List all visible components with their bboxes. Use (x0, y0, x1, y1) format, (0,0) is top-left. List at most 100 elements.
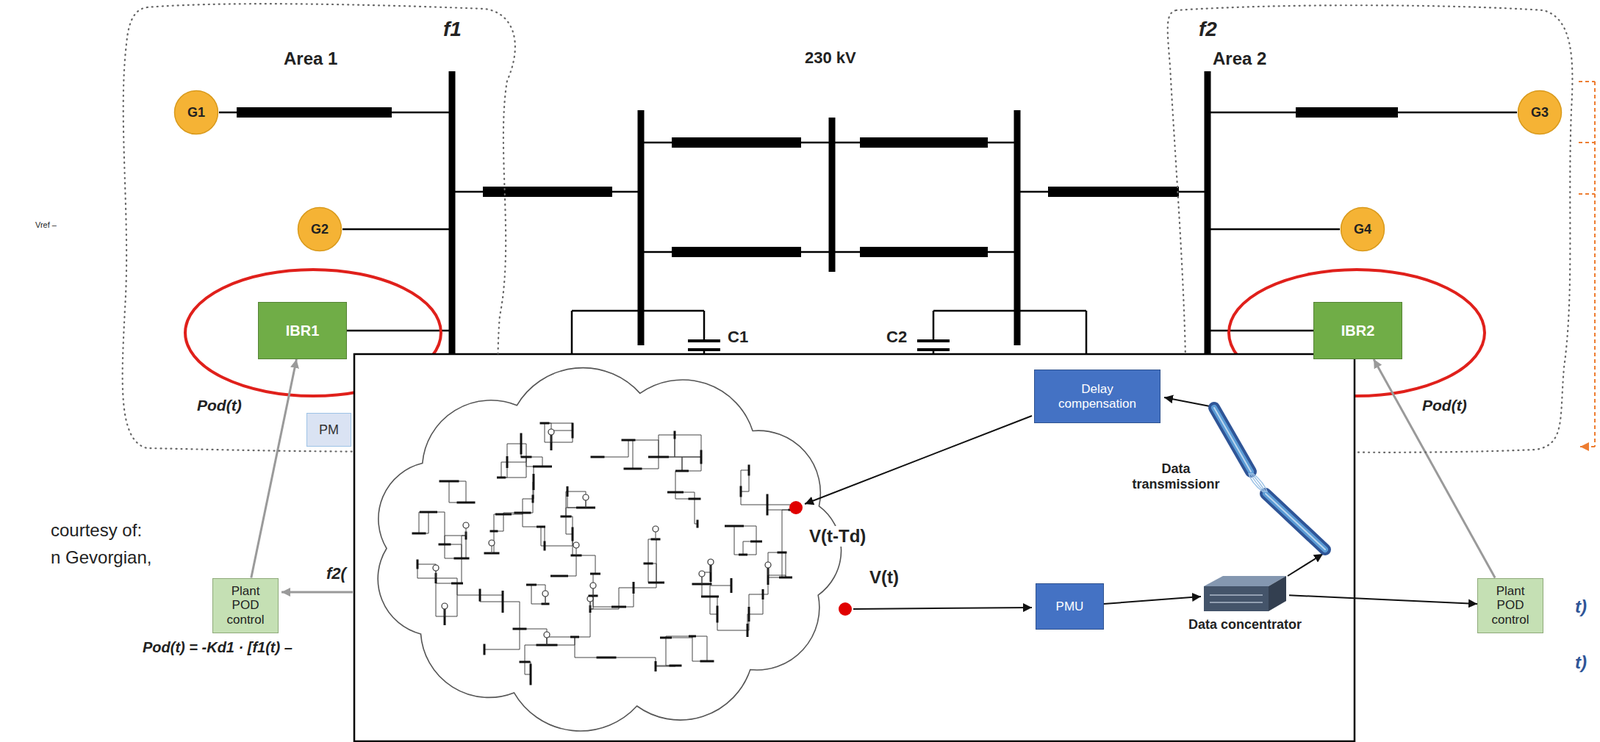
network-bus (667, 491, 684, 494)
wire (1085, 310, 1088, 356)
network-line (692, 636, 708, 662)
network-generator (432, 565, 439, 572)
label-anchor: Pod(t) (196, 396, 242, 415)
signal-label: Vref – (35, 220, 57, 231)
generator-circle: G1 (173, 89, 220, 136)
connector-arrow (251, 359, 297, 579)
network-generator (542, 590, 549, 597)
label-anchor: Pod(t) (1422, 396, 1467, 415)
measurement-label: V(t-Td) (806, 526, 868, 547)
network-bus (412, 532, 427, 536)
network-bus (750, 540, 763, 544)
connector-arrow (1289, 595, 1478, 605)
network-line (444, 544, 462, 559)
bus-frequency-label: f2 (1198, 17, 1218, 42)
measurement-dot (838, 602, 852, 616)
network-line (658, 435, 675, 458)
network-bus (779, 576, 793, 580)
network-bus (762, 589, 765, 600)
network-bus (416, 560, 419, 570)
network-generator (548, 429, 555, 436)
node-label: Plant POD control (1487, 584, 1534, 628)
network-line (692, 636, 708, 662)
capacitor-label: C1 (727, 327, 749, 347)
network-line (675, 471, 683, 493)
network-bus (700, 660, 715, 663)
network-generator (488, 540, 495, 547)
network-line (444, 544, 462, 559)
box-face (1203, 586, 1269, 612)
area-title: Area 1 (283, 48, 338, 70)
generator-circle: G2 (296, 206, 343, 253)
network-bus (571, 423, 575, 439)
network-line (533, 466, 543, 483)
signal-arrow (804, 415, 1032, 505)
box-detail (1209, 594, 1263, 597)
network-line (628, 440, 633, 469)
network-bus (519, 661, 531, 664)
label-anchor: n Gevorgian, (50, 547, 152, 569)
network-line (743, 541, 757, 555)
node-label: IBR1 (285, 322, 320, 340)
network-line (781, 552, 786, 578)
network-bus (479, 589, 482, 602)
network-line (465, 528, 467, 536)
network-bus (746, 623, 749, 638)
capacitor-plate (687, 339, 721, 343)
credit-text: courtesy of: (50, 520, 142, 541)
node-label: PM (318, 422, 339, 439)
network-line (743, 541, 757, 555)
network-line (740, 470, 749, 492)
bracket-line (1594, 81, 1596, 447)
network-line (502, 601, 520, 630)
ibr-box: IBR1 (257, 302, 347, 360)
generator-circle-shape (1341, 207, 1385, 252)
signal-label: Pod(t) (196, 396, 242, 415)
label-anchor: t) (1575, 652, 1587, 674)
network-line (444, 609, 446, 617)
network-bus (669, 665, 683, 668)
network-bus (738, 554, 748, 557)
area-title: Area 2 (1212, 48, 1267, 70)
network-line (648, 539, 656, 564)
cable-fiber (1251, 473, 1267, 493)
area-boundary (1167, 5, 1573, 453)
equation-text: Pod(t) = -Kd1 · [f1(t) – (142, 639, 293, 657)
concentrator-symbol (1200, 573, 1290, 615)
node-label: G1 (187, 105, 206, 121)
network-bus (566, 486, 569, 497)
signal-arrow (1287, 554, 1323, 577)
network-bus (623, 468, 643, 471)
network-line (597, 440, 629, 458)
network-bus (501, 590, 505, 613)
network-bus (419, 511, 438, 514)
pod-control-box: Plant POD control (212, 578, 279, 634)
generator-circle: G3 (1516, 89, 1563, 136)
network-bus (483, 644, 486, 656)
node-label: G4 (1353, 221, 1372, 238)
network-line (491, 546, 493, 554)
voltage-label: 230 kV (804, 48, 857, 67)
network-bus (632, 582, 636, 594)
network-bus (543, 541, 547, 552)
signal-arrow (281, 591, 353, 594)
label-anchor: C2 (886, 327, 907, 347)
cable-fiber (1252, 473, 1268, 493)
network-bus (560, 515, 572, 519)
network-line (418, 512, 429, 534)
node-label: Delay compensation (1052, 382, 1143, 411)
network-line (709, 585, 732, 597)
network-bus (495, 513, 512, 516)
area-region: Area 2G3G4IBR2 (1153, 0, 1588, 456)
network-line (734, 526, 757, 542)
network-bus (532, 495, 535, 504)
line-impedance (671, 246, 802, 258)
network-bus (438, 543, 452, 547)
network-bus (675, 470, 689, 473)
network-line (457, 583, 480, 596)
area-outline (122, 3, 516, 452)
network-line (748, 594, 763, 615)
inset-panel (354, 354, 1355, 742)
connector-arrow (1373, 359, 1495, 579)
